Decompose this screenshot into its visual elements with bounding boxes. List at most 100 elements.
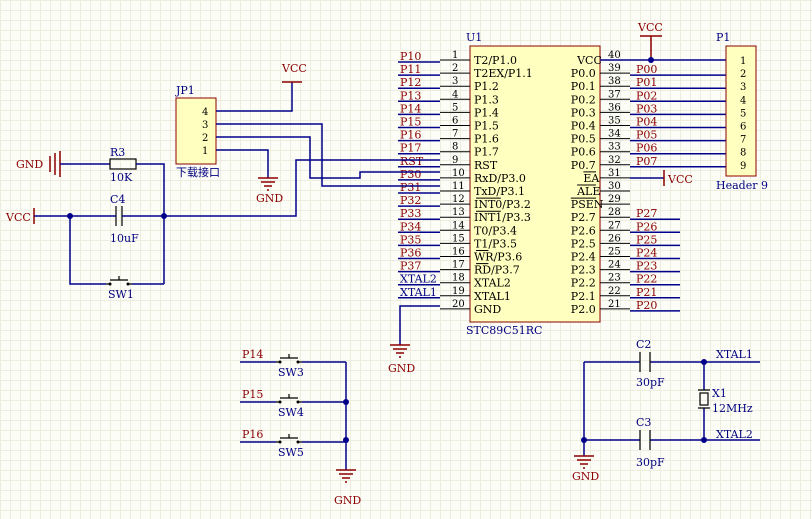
jp1-pin1-gnd-wire xyxy=(216,149,269,178)
switch-contact xyxy=(278,360,282,364)
u1-pin-number: 3 xyxy=(452,76,458,87)
u1-pin-number: 11 xyxy=(452,181,465,192)
p1-pin-number: 3 xyxy=(740,82,746,93)
u1-pin-number: 9 xyxy=(452,155,458,166)
net-label-p12: P12 xyxy=(400,76,421,89)
u1-pin-name: P1.4 xyxy=(474,106,499,119)
net-label-p07: P07 xyxy=(636,155,657,168)
u1-right-net-labels: P00P01P02P03P04P05P06P07P27P26P25P24P23P… xyxy=(630,63,726,312)
u1-pin-number: 6 xyxy=(452,116,458,127)
u1-pin-name: P1.3 xyxy=(474,93,499,106)
net-label-p23: P23 xyxy=(636,260,657,273)
r3-resistor[interactable]: R3 10K xyxy=(109,146,137,184)
c4-capacitor[interactable]: C4 10uF xyxy=(110,193,139,245)
u1-pin-name: TxD/P3.1 xyxy=(474,185,525,198)
u1-pin-name: INT0/P3.2 xyxy=(474,198,531,211)
net-label-p20: P20 xyxy=(636,299,657,312)
junction xyxy=(343,437,349,443)
c2-designator: C2 xyxy=(636,338,651,351)
switch-designator: SW4 xyxy=(278,406,304,419)
gnd-symbol-buttons: GND xyxy=(334,469,361,507)
u1-pin-number: 39 xyxy=(608,63,621,74)
u1-pin-name: P2.1 xyxy=(571,290,596,303)
p1-pin-number: 1 xyxy=(740,56,746,67)
c4-value: 10uF xyxy=(110,232,139,245)
u1-pin-number: 25 xyxy=(608,247,621,258)
net-label-p26: P26 xyxy=(636,220,657,233)
gnd-symbol-jp1: GND xyxy=(256,177,283,205)
u1-pin-number: 10 xyxy=(452,168,465,179)
u1-pin-number: 20 xyxy=(452,299,465,310)
r3-right-wire xyxy=(136,163,165,284)
c3-capacitor[interactable]: C3 30pF xyxy=(636,416,665,469)
u1-part: STC89C51RC xyxy=(466,324,542,337)
c2-value: 30pF xyxy=(636,376,665,389)
u1-pin-number: 38 xyxy=(608,76,621,87)
switch-designator: SW5 xyxy=(278,446,304,459)
p1-pin-number: 7 xyxy=(740,135,746,146)
switch-sw4[interactable] xyxy=(276,394,302,403)
jp1-designator: JP1 xyxy=(175,84,195,97)
u1-pin-number: 27 xyxy=(608,220,621,231)
u1-pin-name: WR/P3.6 xyxy=(474,251,522,264)
p1-pin-number: 4 xyxy=(740,95,746,106)
u1-pin-number: 40 xyxy=(608,50,621,61)
p1-pin-number: 6 xyxy=(740,122,746,133)
sw1-designator: SW1 xyxy=(108,288,134,301)
net-label-p01: P01 xyxy=(636,76,657,89)
net-label-xtal1: XTAL1 xyxy=(400,286,437,299)
gnd-symbol-u1: GND xyxy=(388,344,415,375)
junction xyxy=(701,359,707,365)
net-label-p34: P34 xyxy=(400,220,421,233)
u1-pin-name: P2.5 xyxy=(571,237,596,250)
u1-pin-number: 21 xyxy=(608,299,621,310)
jp1-pin4-vcc-wire xyxy=(216,82,293,112)
gnd-label-crystal: GND xyxy=(572,470,599,483)
net-label-p37: P37 xyxy=(400,260,421,273)
net-label-p14: P14 xyxy=(242,348,263,361)
u1-pin-name: ALE xyxy=(576,185,600,198)
u1-pin-name: RST xyxy=(474,159,498,172)
net-label-p30: P30 xyxy=(400,168,421,181)
u1-pin-number: 35 xyxy=(608,116,621,127)
u1-pin-name: T1/P3.5 xyxy=(474,237,517,250)
sw1-switch[interactable]: SW1 xyxy=(106,276,134,301)
r3-designator: R3 xyxy=(110,146,125,159)
p1-pin-number: 8 xyxy=(740,148,746,159)
u1-pin-number: 13 xyxy=(452,207,465,218)
junction xyxy=(343,399,349,405)
net-label-p02: P02 xyxy=(636,89,657,102)
u1-pin-name: P1.5 xyxy=(474,120,499,133)
net-label-p16: P16 xyxy=(242,428,263,441)
p1-body xyxy=(725,45,757,177)
u1-pin-name: P0.5 xyxy=(571,133,596,146)
junction xyxy=(701,437,707,443)
u1-pin-name: P0.4 xyxy=(571,120,596,133)
u1-pin-name: P2.3 xyxy=(571,264,596,277)
net-label-p33: P33 xyxy=(400,207,421,220)
u1-designator: U1 xyxy=(466,31,482,44)
jp1-part: 下载接口 xyxy=(176,166,220,179)
c2-capacitor[interactable]: C2 30pF xyxy=(636,338,665,389)
x1-crystal[interactable]: X1 12MHz xyxy=(698,387,753,415)
jp1-pin-number: 4 xyxy=(202,107,208,118)
x1-designator: X1 xyxy=(712,387,727,400)
p1-designator: P1 xyxy=(716,31,730,44)
jp1-pin2-rxd-wire xyxy=(216,136,440,179)
u1-pin-name: P0.7 xyxy=(571,159,596,172)
switch-contact xyxy=(296,360,300,364)
switch-sw5[interactable] xyxy=(276,434,302,443)
u1-right-pins: 40VCC39P0.038P0.137P0.236P0.335P0.434P0.… xyxy=(570,50,630,316)
u1-pin-name: PSEN xyxy=(571,198,604,211)
u1-pin-name: P0.6 xyxy=(571,146,596,159)
net-label-p21: P21 xyxy=(636,286,657,299)
p1-pin-number: 5 xyxy=(740,108,746,119)
u1-pin-name: P1.6 xyxy=(474,133,499,146)
jp1-pin3-txd-wire xyxy=(216,123,440,187)
u1-pin-name: RxD/P3.0 xyxy=(474,172,526,185)
switch-sw3[interactable] xyxy=(276,354,302,363)
